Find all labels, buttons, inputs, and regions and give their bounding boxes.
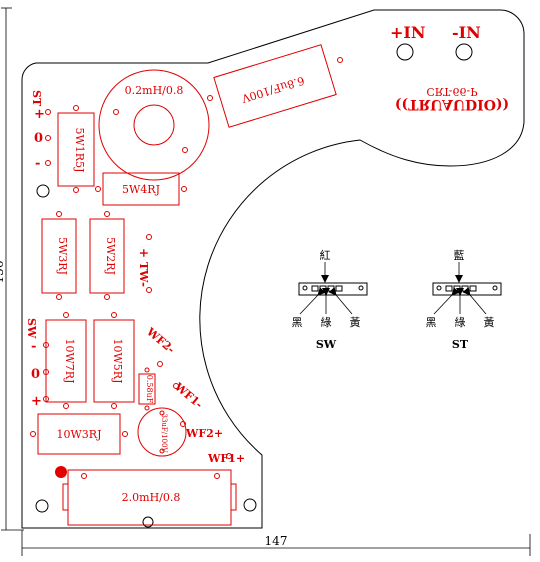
capacitor-33uf: 33uF/100V <box>137 407 187 457</box>
res-5w2rj-label: 5W2RJ <box>104 237 117 275</box>
sw-switch-label: SW <box>316 338 337 351</box>
mounting-hole <box>396 43 414 61</box>
cap-top-label: 6.8uF/100V <box>239 74 306 106</box>
brand-logo: ((TRUAUDIO)) <box>395 96 509 112</box>
tw-label: TW <box>137 262 150 283</box>
resistor-5w4rj: 5W4RJ <box>95 172 187 206</box>
inductor-bottom-label: 2.0mH/0.8 <box>122 491 181 504</box>
resistor-5w2rj: 5W2RJ <box>89 211 125 300</box>
wf1-plus-label: WF1+ <box>207 452 245 465</box>
resistor-10w3rj: 10W3RJ <box>30 413 128 455</box>
sw-plus: + <box>31 394 42 409</box>
sw-color-red: 紅 <box>320 249 331 262</box>
tw-plus: + <box>137 248 151 258</box>
height-dimension: 156 <box>0 7 24 531</box>
st-switch-diagram: 藍 黑 綠 黃 ST <box>426 249 502 351</box>
st-label: ST <box>30 90 43 107</box>
st-switch-label: ST <box>452 338 469 351</box>
st-plus: + <box>34 107 45 122</box>
sw-minus: - <box>31 339 36 354</box>
st-terminal: ST + 0 - <box>30 90 51 171</box>
st-zero: 0 <box>34 131 43 146</box>
width-label: 147 <box>265 534 288 548</box>
sw-color-black: 黑 <box>292 316 303 329</box>
sw-label: SW <box>25 318 38 339</box>
tw-terminal: + TW - <box>137 234 152 293</box>
mounting-hole <box>243 498 257 512</box>
sw-zero: 0 <box>31 367 40 382</box>
brand-model: CRT-66-P <box>426 85 478 98</box>
res-10w3rj-label: 10W3RJ <box>57 428 102 441</box>
tw-minus: - <box>137 282 151 287</box>
height-label: 156 <box>0 261 6 284</box>
mounting-holes <box>35 43 473 528</box>
board-outline <box>21 9 525 529</box>
inductor-top-label: 0.2mH/0.8 <box>125 84 184 97</box>
res-5w1r5j-label: 5W1R5J <box>73 128 86 173</box>
input-negative-label: -IN <box>452 23 481 42</box>
resistor-5w1r5j: 5W1R5J <box>57 105 95 193</box>
res-5w4rj-label: 5W4RJ <box>122 183 160 196</box>
st-color-yellow: 黃 <box>484 316 495 329</box>
wf1-minus-label: WF1- <box>171 380 205 411</box>
inductor-0.2mh: 0.2mH/0.8 <box>98 69 210 181</box>
resistor-5w3rj: 5W3RJ <box>41 211 77 300</box>
mounting-hole <box>455 43 473 61</box>
cap-small-label: 0.58uF <box>145 375 154 404</box>
sw-terminal: SW - 0 + <box>25 318 49 409</box>
capacitor-0.58uf: 0.58uF <box>138 367 156 411</box>
res-5w3rj-label: 5W3RJ <box>56 237 69 275</box>
st-minus: - <box>35 156 40 171</box>
st-color-blue: 藍 <box>454 249 465 262</box>
st-color-black: 黑 <box>426 316 437 329</box>
st-color-green: 綠 <box>455 316 466 329</box>
resistor-10w5rj: 10W5RJ <box>93 312 135 409</box>
mounting-hole <box>142 516 154 528</box>
polarity-marker <box>55 466 67 478</box>
sw-color-yellow: 黃 <box>350 316 361 329</box>
sw-color-green: 綠 <box>321 316 332 329</box>
wf2-minus-label: WF2- <box>143 325 177 356</box>
resistor-10w7rj: 10W7RJ <box>45 312 87 409</box>
inductor-2.0mh: 2.0mH/0.8 <box>62 469 237 526</box>
res-10w7rj-label: 10W7RJ <box>63 339 76 384</box>
cap-round-label: 33uF/100V <box>160 413 168 453</box>
sw-switch-diagram: 紅 黑 綠 黃 SW <box>292 249 368 351</box>
mounting-hole <box>35 499 49 513</box>
mounting-hole <box>36 184 50 198</box>
res-10w5rj-label: 10W5RJ <box>111 339 124 384</box>
input-positive-label: +IN <box>390 23 426 42</box>
wf2-plus-label: WF2+ <box>185 427 223 440</box>
width-dimension: 147 <box>21 530 531 556</box>
